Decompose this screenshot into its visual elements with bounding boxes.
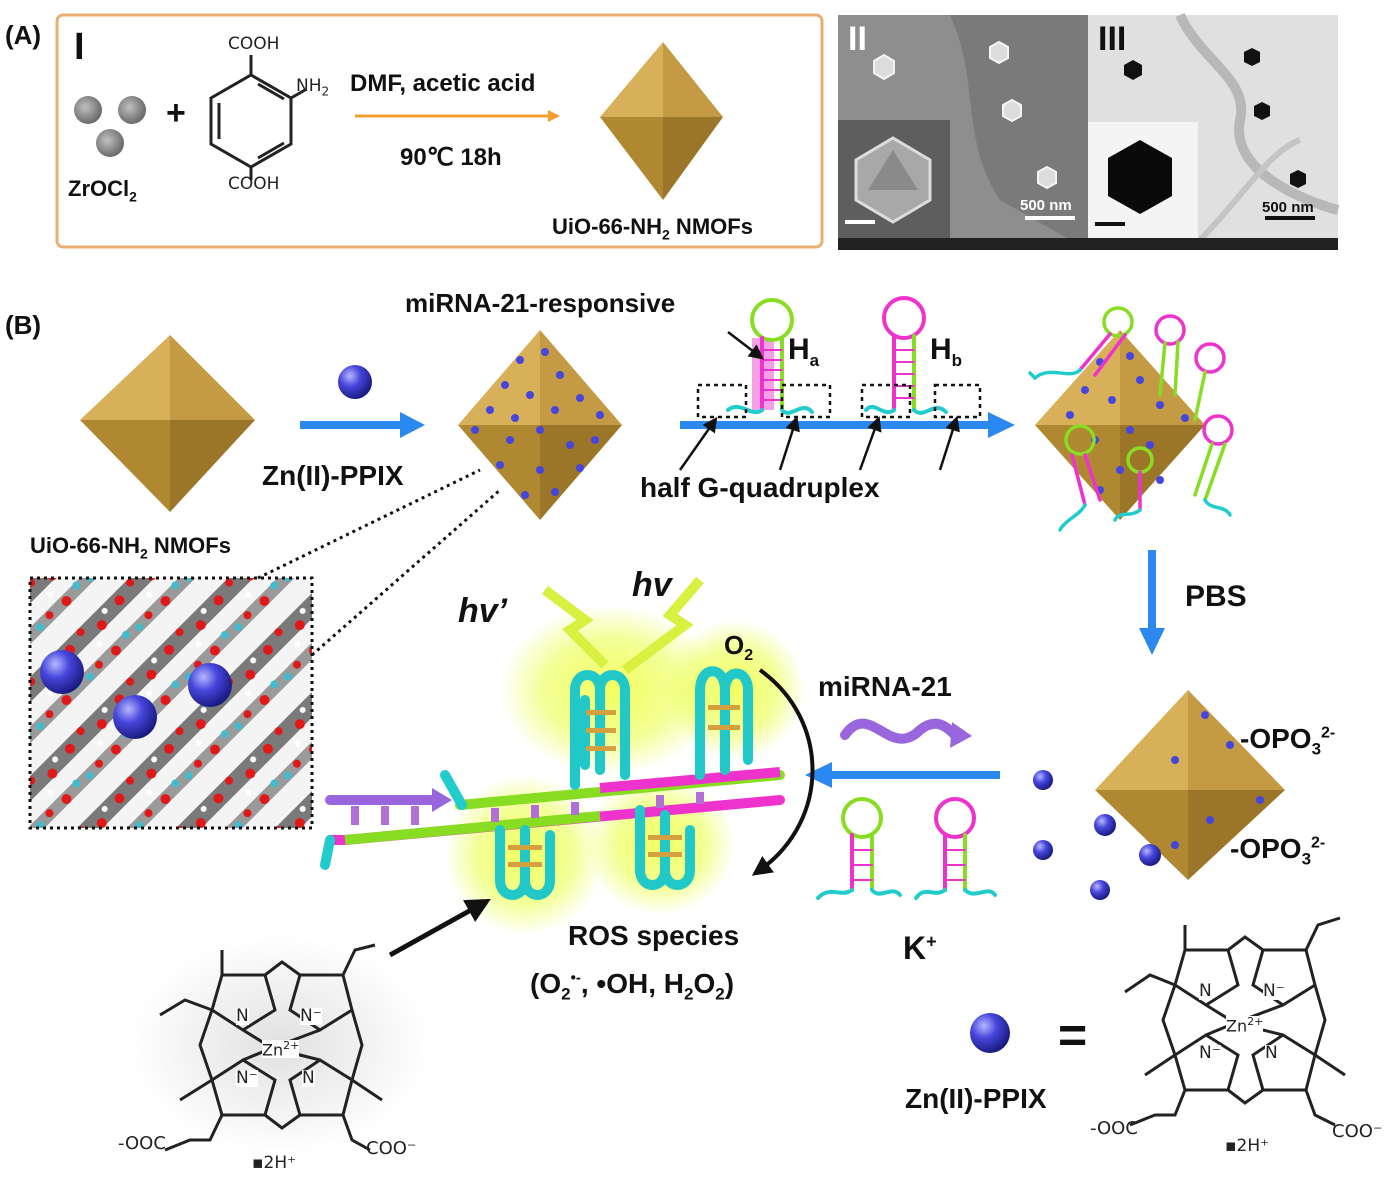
legend-ball	[970, 1013, 1010, 1053]
aminoterephthalic-acid-structure	[209, 55, 306, 180]
synthesis-box	[55, 13, 824, 249]
hairpin-hb	[864, 296, 948, 415]
nmof-octahedron-loaded	[458, 330, 622, 520]
nmof-octahedron-decorated	[1028, 306, 1234, 532]
half-g-quadruplex-boxes	[696, 383, 982, 419]
g-quadruplex-assembly	[320, 576, 805, 935]
loaded-dots	[471, 348, 604, 499]
zrocl2-particles	[74, 96, 146, 157]
o2-curve-arrow	[751, 668, 815, 876]
lattice-inset	[28, 468, 501, 830]
free-hairpins	[816, 797, 997, 900]
molecule-pointer-arrow	[388, 898, 491, 958]
tem-image	[1088, 12, 1340, 250]
released-zn-ppix	[1033, 770, 1161, 900]
nmof-octahedron-released	[1095, 690, 1285, 880]
mirna-strand	[840, 718, 960, 744]
nmof-octahedron-bare	[80, 335, 255, 512]
zn-ppix-structure-right	[1124, 916, 1346, 1127]
nmof-octahedron-product	[600, 42, 723, 200]
hairpin-ha	[726, 298, 814, 415]
zn-ppix-structure-left	[130, 935, 430, 1155]
zn-ppix-ball	[338, 365, 372, 399]
sem-image	[838, 15, 1088, 250]
pointer-arrows	[678, 331, 960, 471]
